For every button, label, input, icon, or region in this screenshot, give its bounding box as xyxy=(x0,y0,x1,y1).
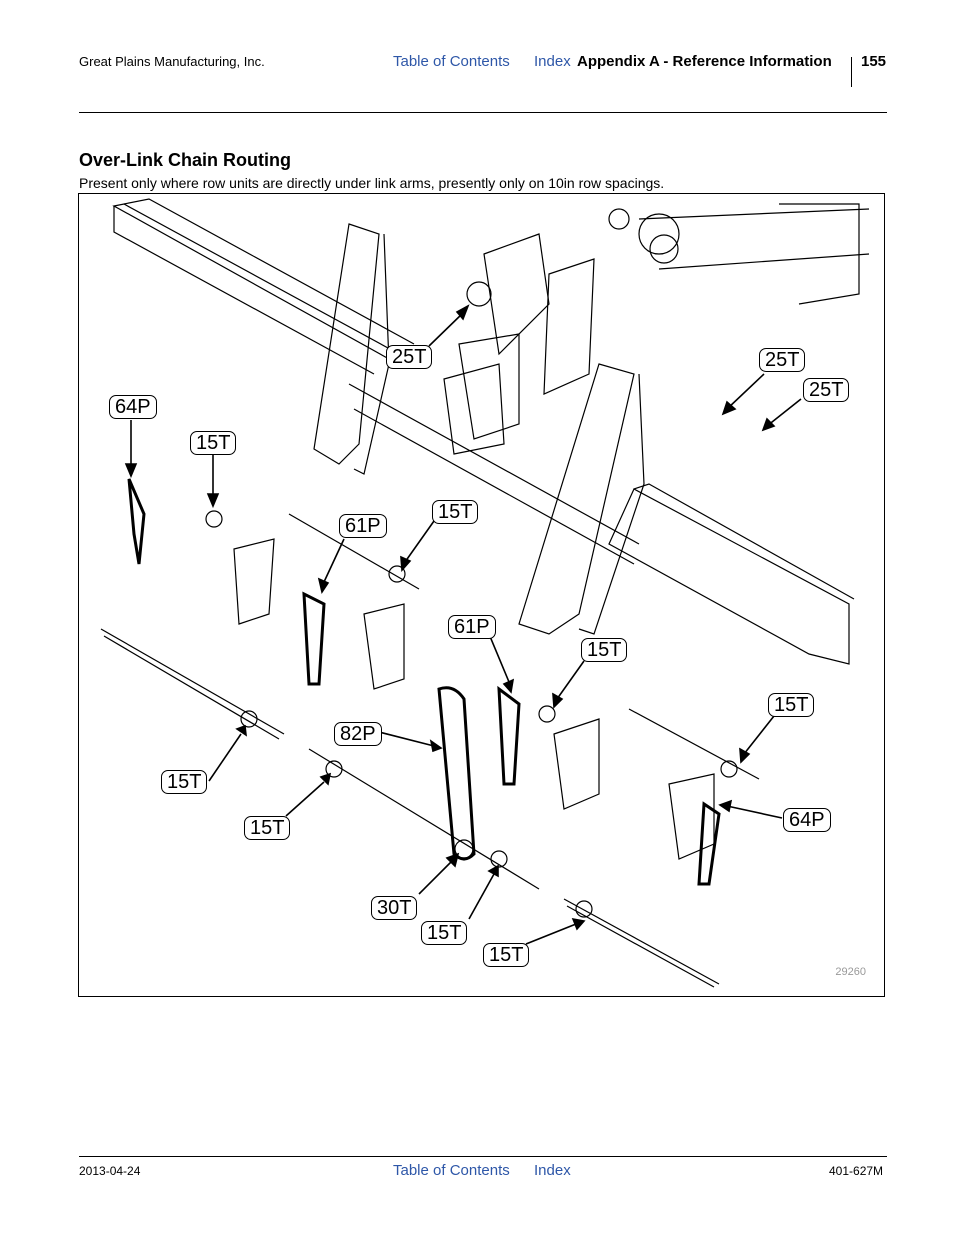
intro-text: Present only where row units are directl… xyxy=(79,175,665,191)
index-link-footer[interactable]: Index xyxy=(534,1162,571,1179)
index-link-header[interactable]: Index xyxy=(534,53,571,70)
callout-61p-center: 61P xyxy=(448,615,496,639)
section-title: Appendix A - Reference Information xyxy=(577,53,832,70)
callout-25t-upper: 25T xyxy=(386,345,433,369)
figure-drawing xyxy=(100,198,870,988)
toc-link-footer[interactable]: Table of Contents xyxy=(393,1162,510,1179)
header-divider xyxy=(851,57,852,87)
callout-15t-lower-left: 15T xyxy=(161,770,208,794)
callout-15t-center-right: 15T xyxy=(581,638,628,662)
callout-15t-center: 15T xyxy=(432,500,479,524)
chain-routing-figure: 25T 25T 25T 64P 15T 61P 15T 61P 15T 15T … xyxy=(78,193,885,997)
figure-number: 29260 xyxy=(835,966,866,978)
callout-64p-left: 64P xyxy=(109,395,157,419)
footer-date: 2013-04-24 xyxy=(79,1164,141,1178)
page-heading: Over-Link Chain Routing xyxy=(79,150,292,170)
footer-rule xyxy=(79,1156,887,1157)
callout-15t-left: 15T xyxy=(190,431,237,455)
callout-82p: 82P xyxy=(334,722,382,746)
callout-15t-right: 15T xyxy=(768,693,815,717)
callout-15t-lower: 15T xyxy=(244,816,291,840)
callout-61p-left: 61P xyxy=(339,514,387,538)
callout-64p-right: 64P xyxy=(783,808,831,832)
callout-30t: 30T xyxy=(371,896,418,920)
document-number: 401-627M xyxy=(829,1164,884,1178)
callout-15t-bottom-right: 15T xyxy=(483,943,530,967)
callout-25t-right: 25T xyxy=(759,348,806,372)
company-name: Great Plains Manufacturing, Inc. xyxy=(79,54,265,69)
toc-link-header[interactable]: Table of Contents xyxy=(393,53,510,70)
page-number: 155 xyxy=(861,53,887,70)
callout-15t-bottom: 15T xyxy=(421,921,468,945)
header-rule xyxy=(79,112,887,113)
callout-25t-far-right: 25T xyxy=(803,378,850,402)
